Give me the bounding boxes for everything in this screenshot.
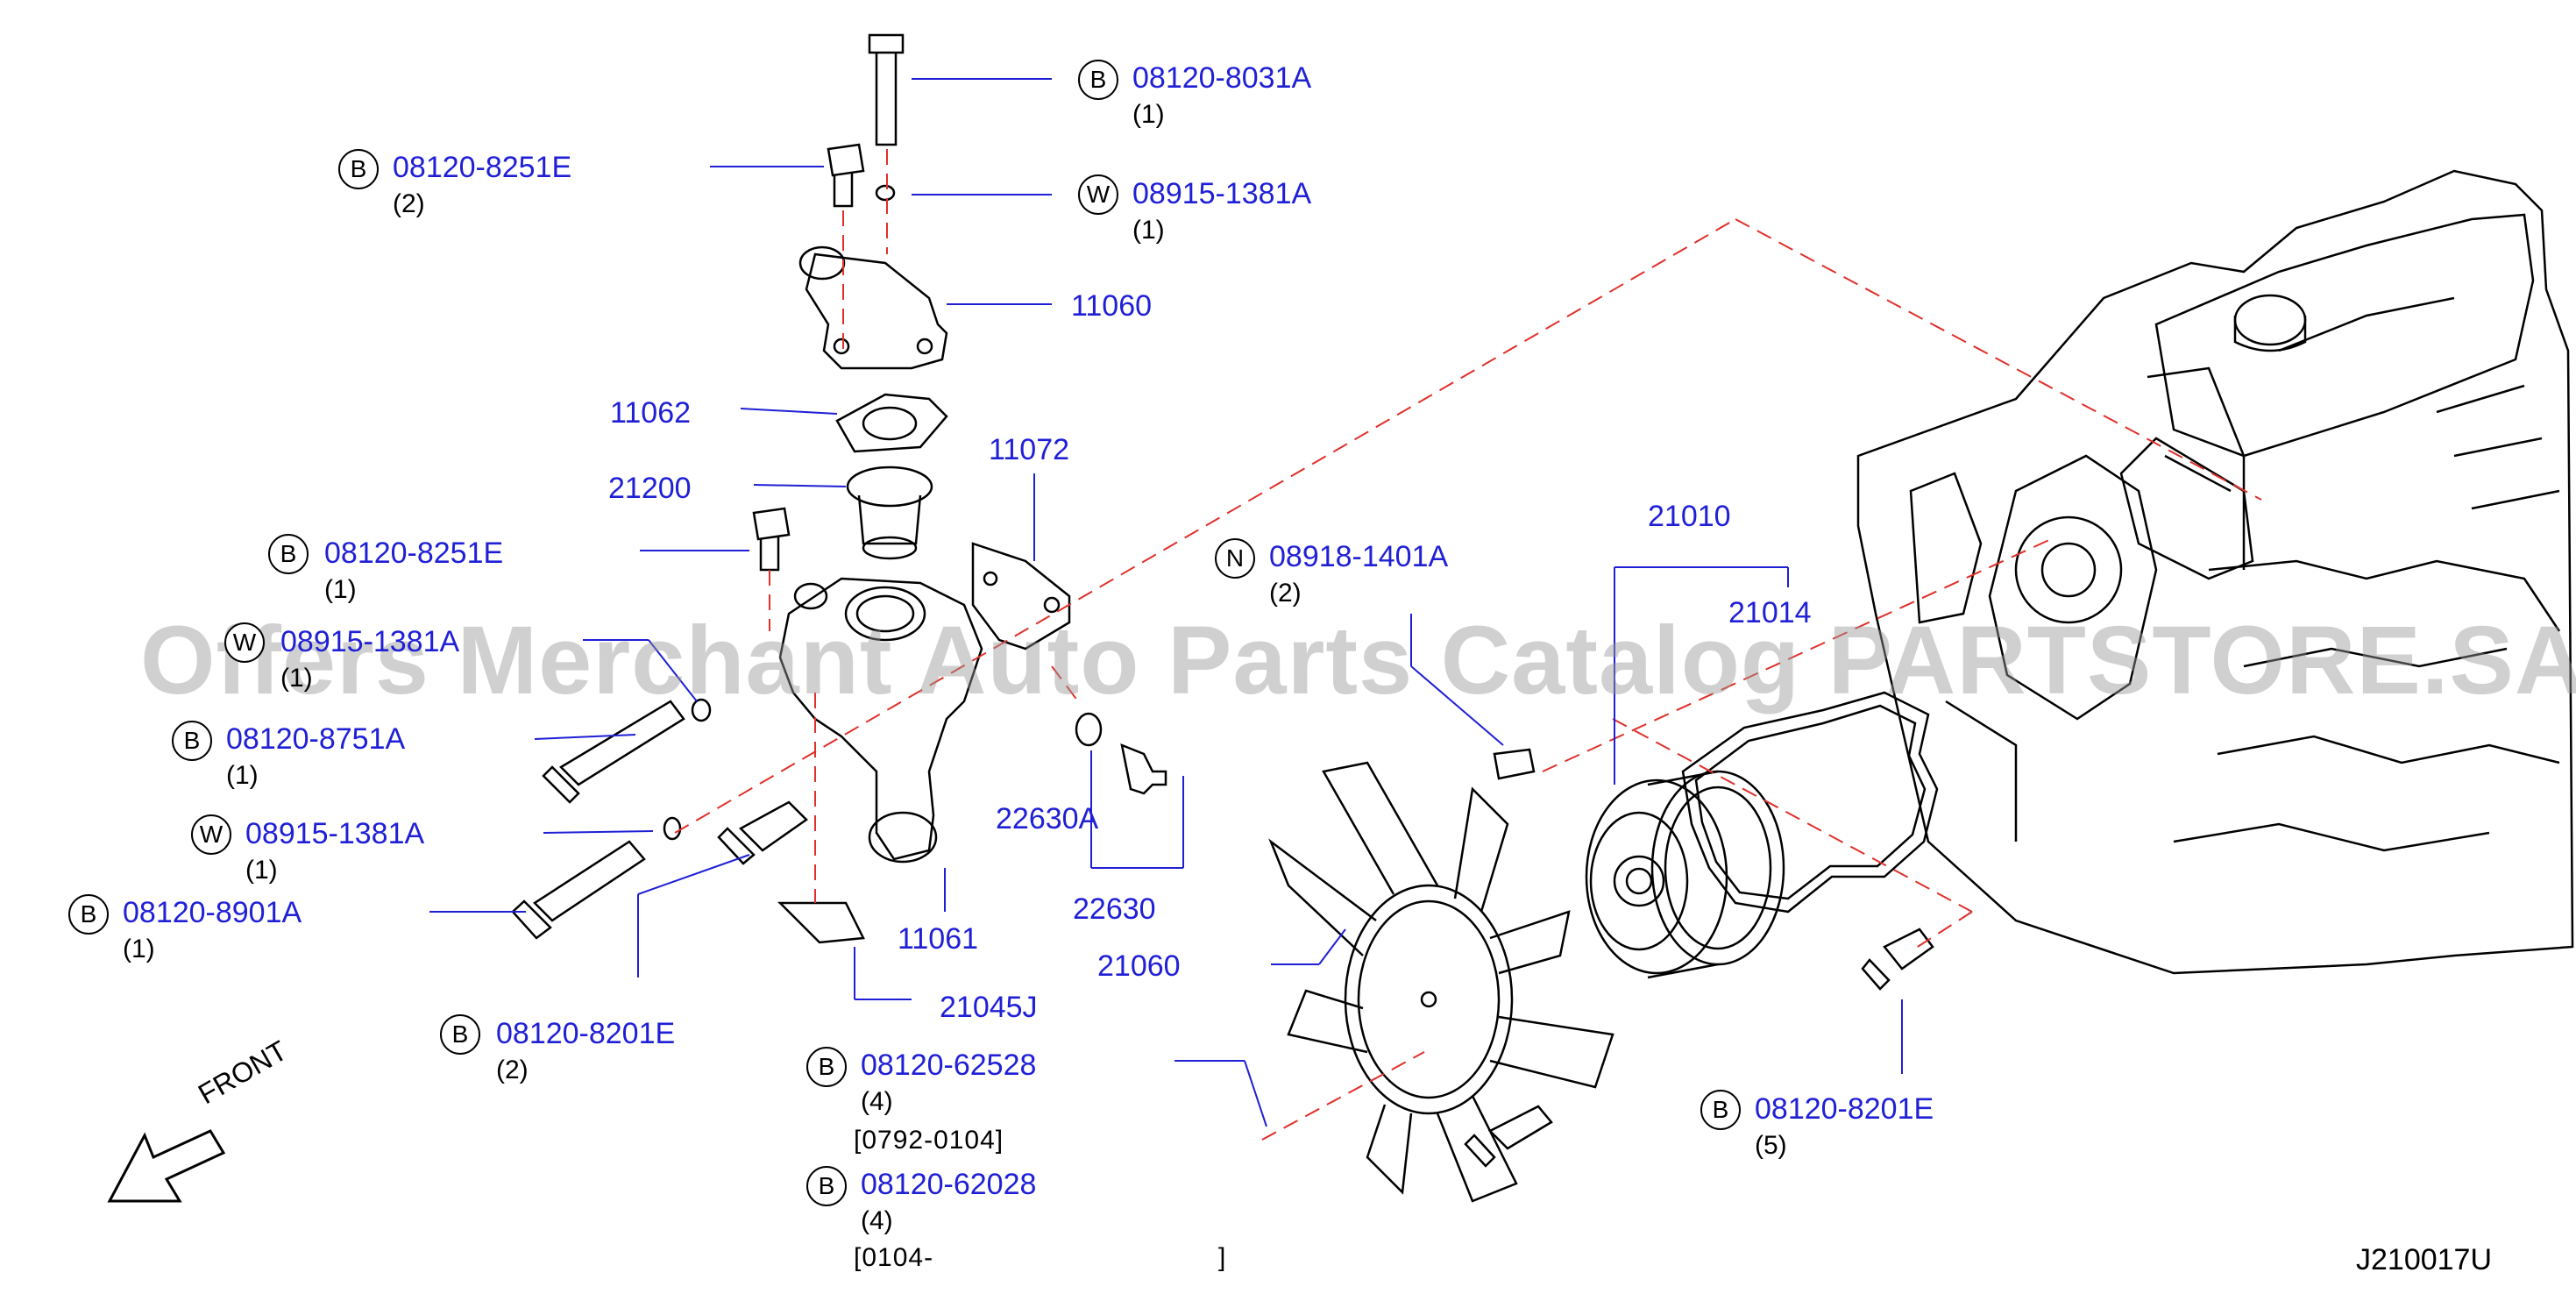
badge: B [806,1047,847,1087]
badge: B [68,894,109,935]
badge: B [1700,1090,1741,1130]
leader-lines [429,78,1903,1127]
quantity: (1) [123,935,155,963]
callout-22630[interactable]: 22630 [1073,892,1156,926]
part-number[interactable]: 08915-1381A [245,817,425,850]
part-number[interactable]: 08120-8751A [226,722,406,756]
part-number[interactable]: 08120-62528 [861,1049,1037,1082]
cooling-fan [1268,761,1614,1203]
badge: B [806,1166,847,1206]
quantity: (1) [245,856,278,885]
part-number[interactable]: 08120-62028 [861,1168,1037,1201]
callout-21060[interactable]: 21060 [1097,949,1181,983]
part-number[interactable]: 08915-1381A [280,625,460,658]
part-number[interactable]: 08120-8251E [393,151,572,184]
front-arrow [107,1129,226,1203]
quantity: (2) [1269,579,1302,608]
date-range-start: [0104- [854,1243,934,1272]
part-number[interactable]: 08120-8201E [1755,1092,1934,1126]
callout-21200[interactable]: 21200 [608,472,692,505]
badge: B [440,1014,480,1055]
quantity: (5) [1755,1131,1787,1160]
part-number[interactable]: 08918-1401A [1269,540,1449,573]
quantity: (2) [393,189,425,218]
quantity: (1) [324,575,357,604]
fasteners [511,33,1934,1168]
water-inlet-housing [778,577,983,864]
water-outlet [798,245,948,370]
badge: W [191,814,231,855]
quantity: (2) [496,1056,529,1084]
quantity: (1) [226,761,259,790]
part-number[interactable]: 08120-8031A [1132,61,1312,95]
date-range: [0792-0104] [854,1126,1004,1155]
date-range-end: ] [1218,1243,1227,1272]
part-number[interactable]: 08120-8901A [123,896,302,929]
alignment-lines [674,149,2262,1141]
callout-11061[interactable]: 11061 [898,922,979,956]
badge: B [338,149,379,189]
callout-11072[interactable]: 11072 [989,433,1070,466]
badge: B [172,721,212,761]
part-number[interactable]: 08915-1381A [1132,177,1312,210]
quantity: (4) [861,1087,893,1116]
badge: N [1215,538,1255,579]
watermark: Offers Merchant Auto Parts Catalog PARTS… [140,607,2576,714]
badge: W [1078,174,1118,215]
callout-11060[interactable]: 11060 [1071,289,1153,323]
callout-11062[interactable]: 11062 [610,396,692,430]
gasket [835,393,948,453]
diagram-id: J210017U [2356,1243,2493,1276]
thermostat [846,466,933,560]
badge: B [268,534,309,574]
quantity: (1) [1132,216,1165,245]
callout-21010[interactable]: 21010 [1648,500,1731,533]
water-pump-assembly [1585,691,1939,979]
part-number[interactable]: 08120-8201E [496,1017,676,1050]
callout-21045J[interactable]: 21045J [940,991,1038,1024]
callout-22630A[interactable]: 22630A [996,802,1099,835]
callout-21014[interactable]: 21014 [1728,596,1812,629]
part-number[interactable]: 08120-8251E [324,537,504,570]
badge: B [1078,60,1118,100]
bracket [971,542,1071,650]
quantity: (4) [861,1206,893,1235]
quantity: (1) [1132,100,1165,129]
badge: W [224,622,265,663]
quantity: (1) [280,664,313,693]
engine-block [1856,169,2574,975]
